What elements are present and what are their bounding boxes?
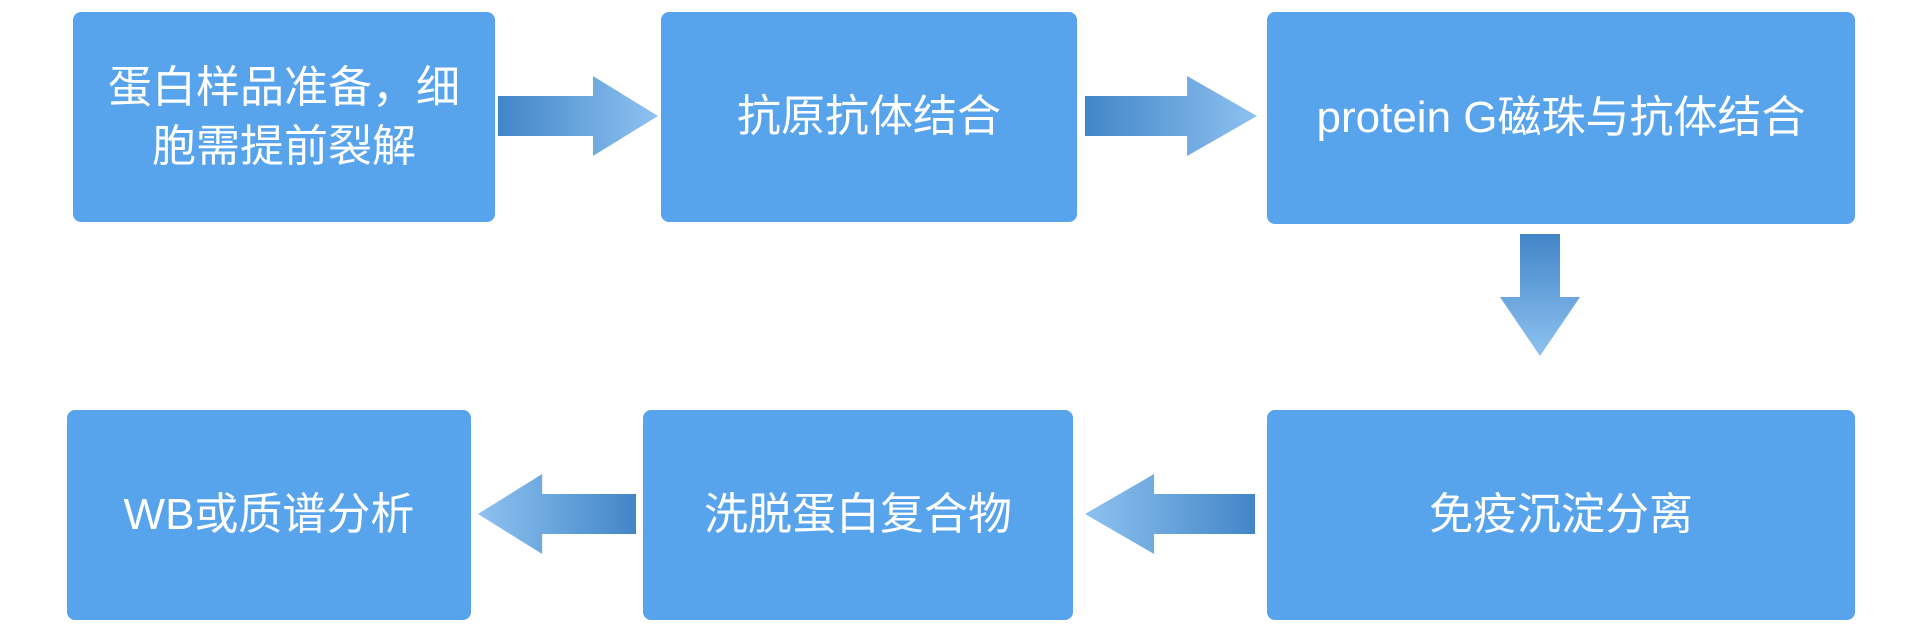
step-label-elute-protein-complex: 洗脱蛋白复合物 [704, 490, 1012, 540]
step-box-antigen-antibody-binding: 抗原抗体结合 [661, 12, 1077, 222]
step-box-elute-protein-complex: 洗脱蛋白复合物 [643, 410, 1073, 620]
arrow-left-icon [478, 464, 636, 564]
step-label-antigen-antibody-binding: 抗原抗体结合 [737, 92, 1001, 142]
arrow-right-icon [498, 66, 658, 166]
arrow-left-icon [1085, 464, 1255, 564]
step-box-protein-g-beads-binding: protein G磁珠与抗体结合 [1267, 12, 1855, 224]
arrow-down-icon [1490, 234, 1590, 356]
step-box-ip-separation: 免疫沉淀分离 [1267, 410, 1855, 620]
arrow-right-icon [1085, 66, 1257, 166]
step-label-sample-prep: 蛋白样品准备，细胞需提前裂解 [108, 62, 460, 171]
step-label-ip-separation: 免疫沉淀分离 [1429, 490, 1693, 540]
step-label-wb-ms-analysis: WB或质谱分析 [123, 490, 415, 540]
step-box-wb-ms-analysis: WB或质谱分析 [67, 410, 471, 620]
step-box-sample-prep: 蛋白样品准备，细胞需提前裂解 [73, 12, 495, 222]
step-label-protein-g-beads-binding: protein G磁珠与抗体结合 [1316, 93, 1806, 143]
